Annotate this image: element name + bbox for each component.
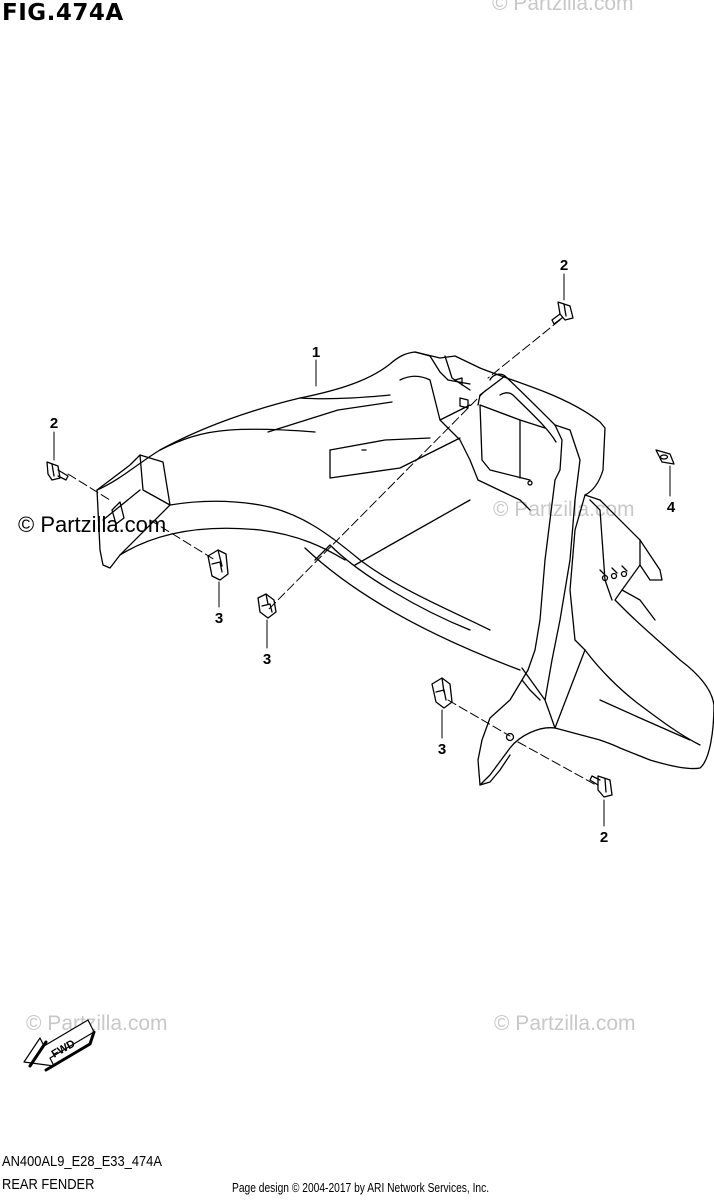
callout-1: 1	[312, 344, 320, 361]
page-credit: Page design © 2004-2017 by ARI Network S…	[232, 1181, 490, 1195]
callout-3-left: 3	[215, 610, 223, 627]
clip-nut-3	[431, 677, 453, 709]
callout-lines	[53, 273, 671, 827]
callout-3-middle: 3	[263, 651, 271, 668]
watermark-top-right: © Partzilla.com	[492, 0, 634, 15]
watermark-bottom-left: © Partzilla.com	[26, 1012, 168, 1035]
bolt-left	[46, 461, 69, 481]
fwd-arrow	[23, 1019, 96, 1072]
callout-2-left: 2	[50, 415, 58, 432]
figure-title: FIG.474A	[2, 0, 124, 26]
callout-2-bottom: 2	[600, 829, 608, 846]
callout-2-top: 2	[560, 257, 568, 274]
diagram-code: AN400AL9_E28_E33_474A	[2, 1153, 162, 1170]
callout-4: 4	[667, 499, 676, 516]
callout-labels: 1 2 2 2 3 3 3 4	[50, 257, 676, 846]
clip-nut-1	[207, 549, 229, 581]
watermark-center-right: © Partzilla.com	[493, 498, 635, 521]
bolt-bottom-right	[589, 775, 613, 798]
watermark-bottom-right: © Partzilla.com	[494, 1012, 636, 1035]
leader-lines	[67, 319, 597, 786]
diagram-name: REAR FENDER	[2, 1176, 95, 1193]
callout-3-right: 3	[438, 741, 446, 758]
clip-nut-2	[257, 593, 277, 619]
washer-part	[655, 449, 675, 465]
bolt-top	[551, 301, 574, 325]
rear-fender-part	[96, 351, 714, 786]
